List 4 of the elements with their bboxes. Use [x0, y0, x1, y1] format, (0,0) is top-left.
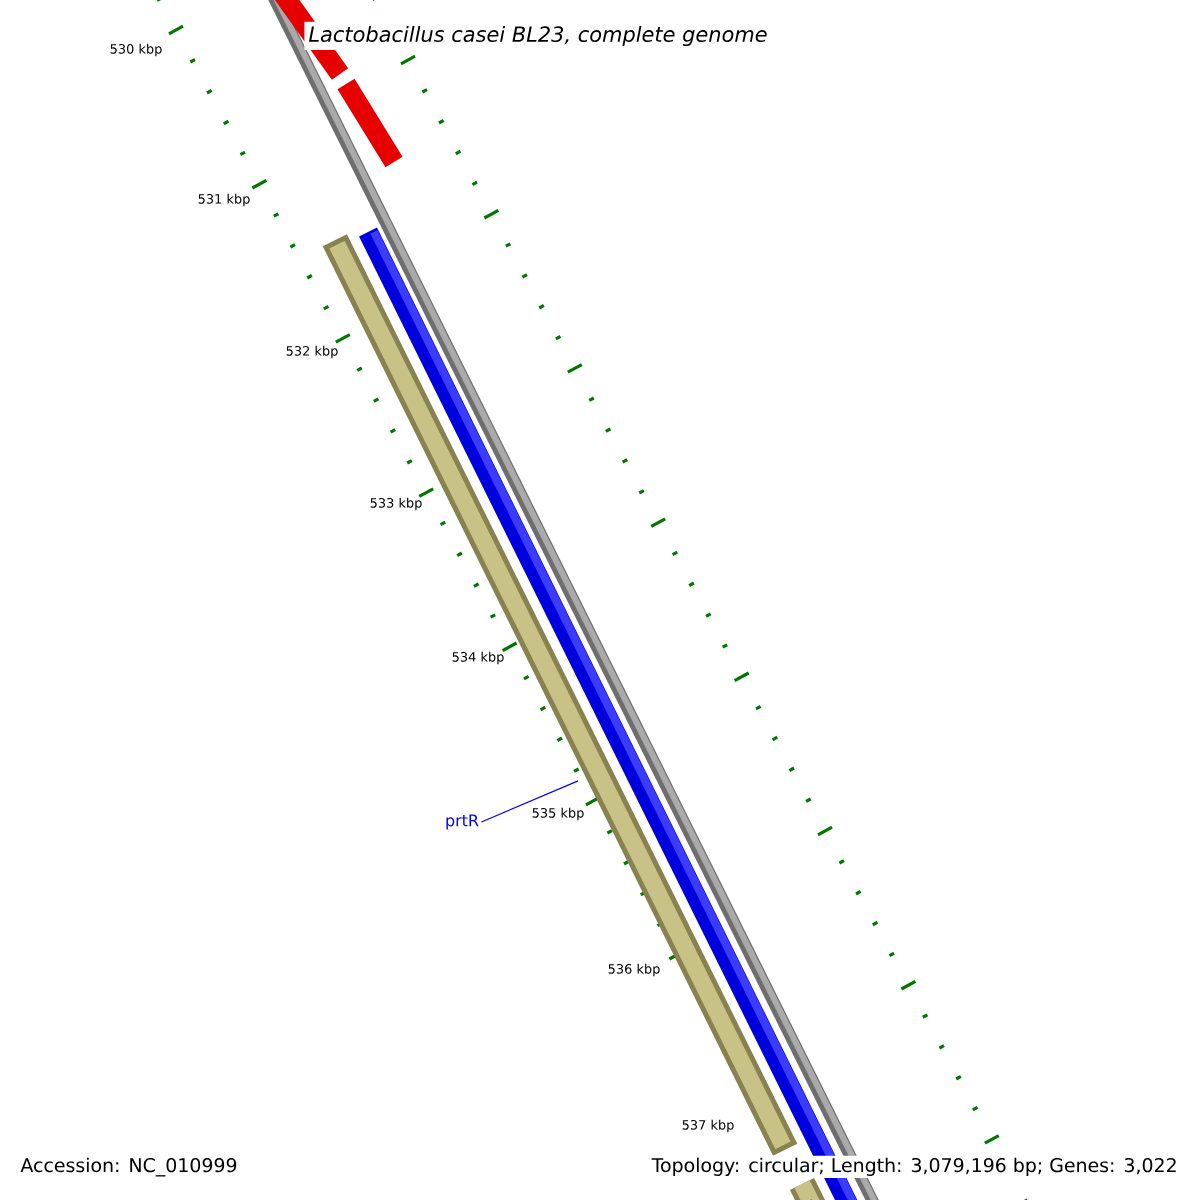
accession-label: Accession: NC_010999	[20, 1157, 237, 1177]
summary-label: Topology: circular; Length: 3,079,196 bp; Genes: 3,022	[649, 1155, 1180, 1178]
title: Lactobacillus casei BL23, complete genome	[304, 21, 772, 51]
leader-line	[480, 780, 579, 823]
